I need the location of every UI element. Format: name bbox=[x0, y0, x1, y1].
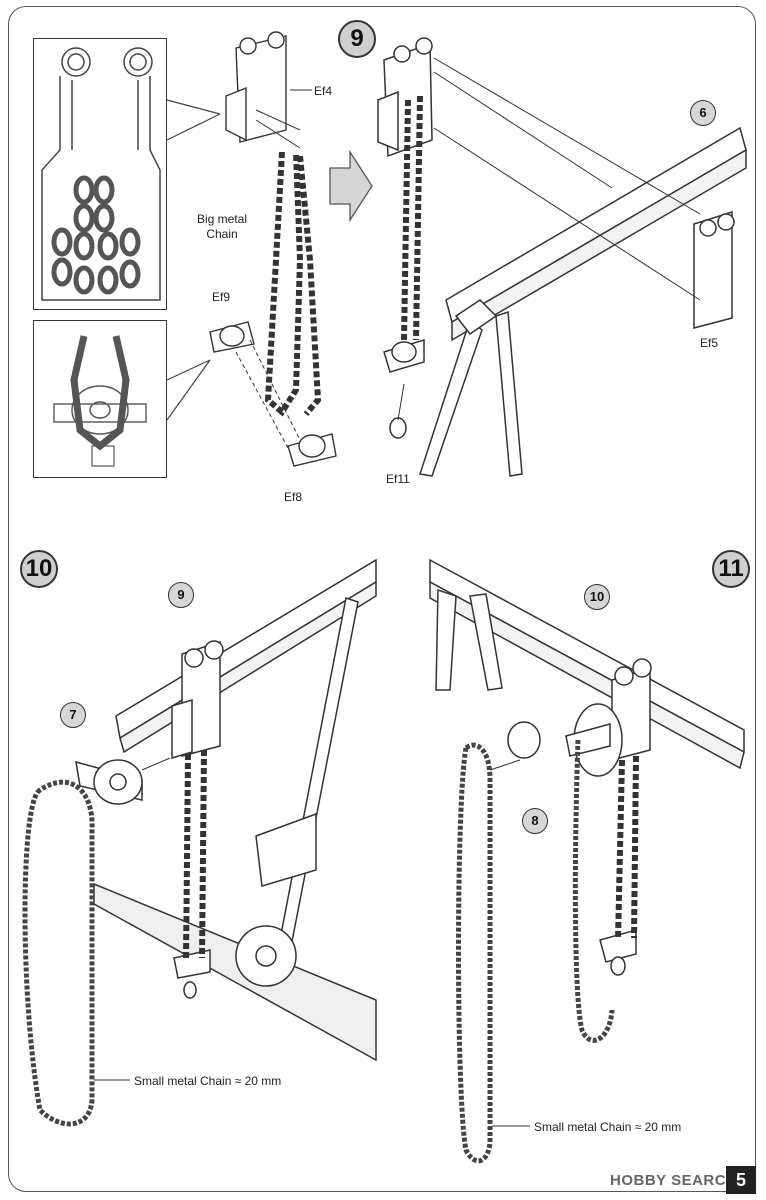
label-ef9: Ef9 bbox=[212, 290, 231, 304]
label-small-chain-right: Small metal Chain ≈ 20 mm bbox=[534, 1120, 682, 1134]
part-ref-9: 9 bbox=[168, 582, 194, 608]
page-number: 5 bbox=[726, 1166, 756, 1194]
big-chain bbox=[264, 151, 322, 417]
page-border bbox=[8, 6, 756, 1192]
part-ref-7: 7 bbox=[60, 702, 86, 728]
label-ef8: Ef8 bbox=[284, 490, 303, 504]
gantry-step9 bbox=[377, 37, 747, 477]
part-ef9-pulley bbox=[209, 321, 255, 353]
part-ef8-pulley bbox=[287, 433, 337, 467]
label-small-chain-left: Small metal Chain ≈ 20 mm bbox=[134, 1074, 282, 1088]
label-big-chain: Big metal Chain bbox=[196, 212, 248, 241]
step-arrow bbox=[329, 149, 373, 223]
detail-bracket-chain bbox=[41, 47, 161, 301]
small-chain-loop-right-a bbox=[572, 739, 615, 1043]
step-number-9: 9 bbox=[338, 20, 376, 58]
watermark-text: HOBBY SEARCH bbox=[610, 1172, 738, 1189]
detail-inset-bottom bbox=[33, 320, 167, 478]
part-ref-6: 6 bbox=[690, 100, 716, 126]
gantry-step10 bbox=[75, 558, 377, 1062]
small-chain-loop-left bbox=[22, 779, 95, 1127]
label-ef11: Ef11 bbox=[386, 472, 410, 486]
part-ref-10: 10 bbox=[584, 584, 610, 610]
label-ef4: Ef4 bbox=[314, 84, 333, 98]
small-chain-loop-right-b bbox=[456, 742, 493, 1164]
detail-pulley-chain bbox=[53, 335, 147, 467]
detail-chain-links bbox=[51, 175, 141, 295]
part-ef4-bracket bbox=[225, 31, 287, 143]
step-number-10: 10 bbox=[20, 550, 58, 588]
gantry-step11 bbox=[429, 558, 745, 976]
part-ref-8: 8 bbox=[522, 808, 548, 834]
step-number-11: 11 bbox=[712, 550, 750, 588]
label-ef5: Ef5 bbox=[700, 336, 719, 350]
